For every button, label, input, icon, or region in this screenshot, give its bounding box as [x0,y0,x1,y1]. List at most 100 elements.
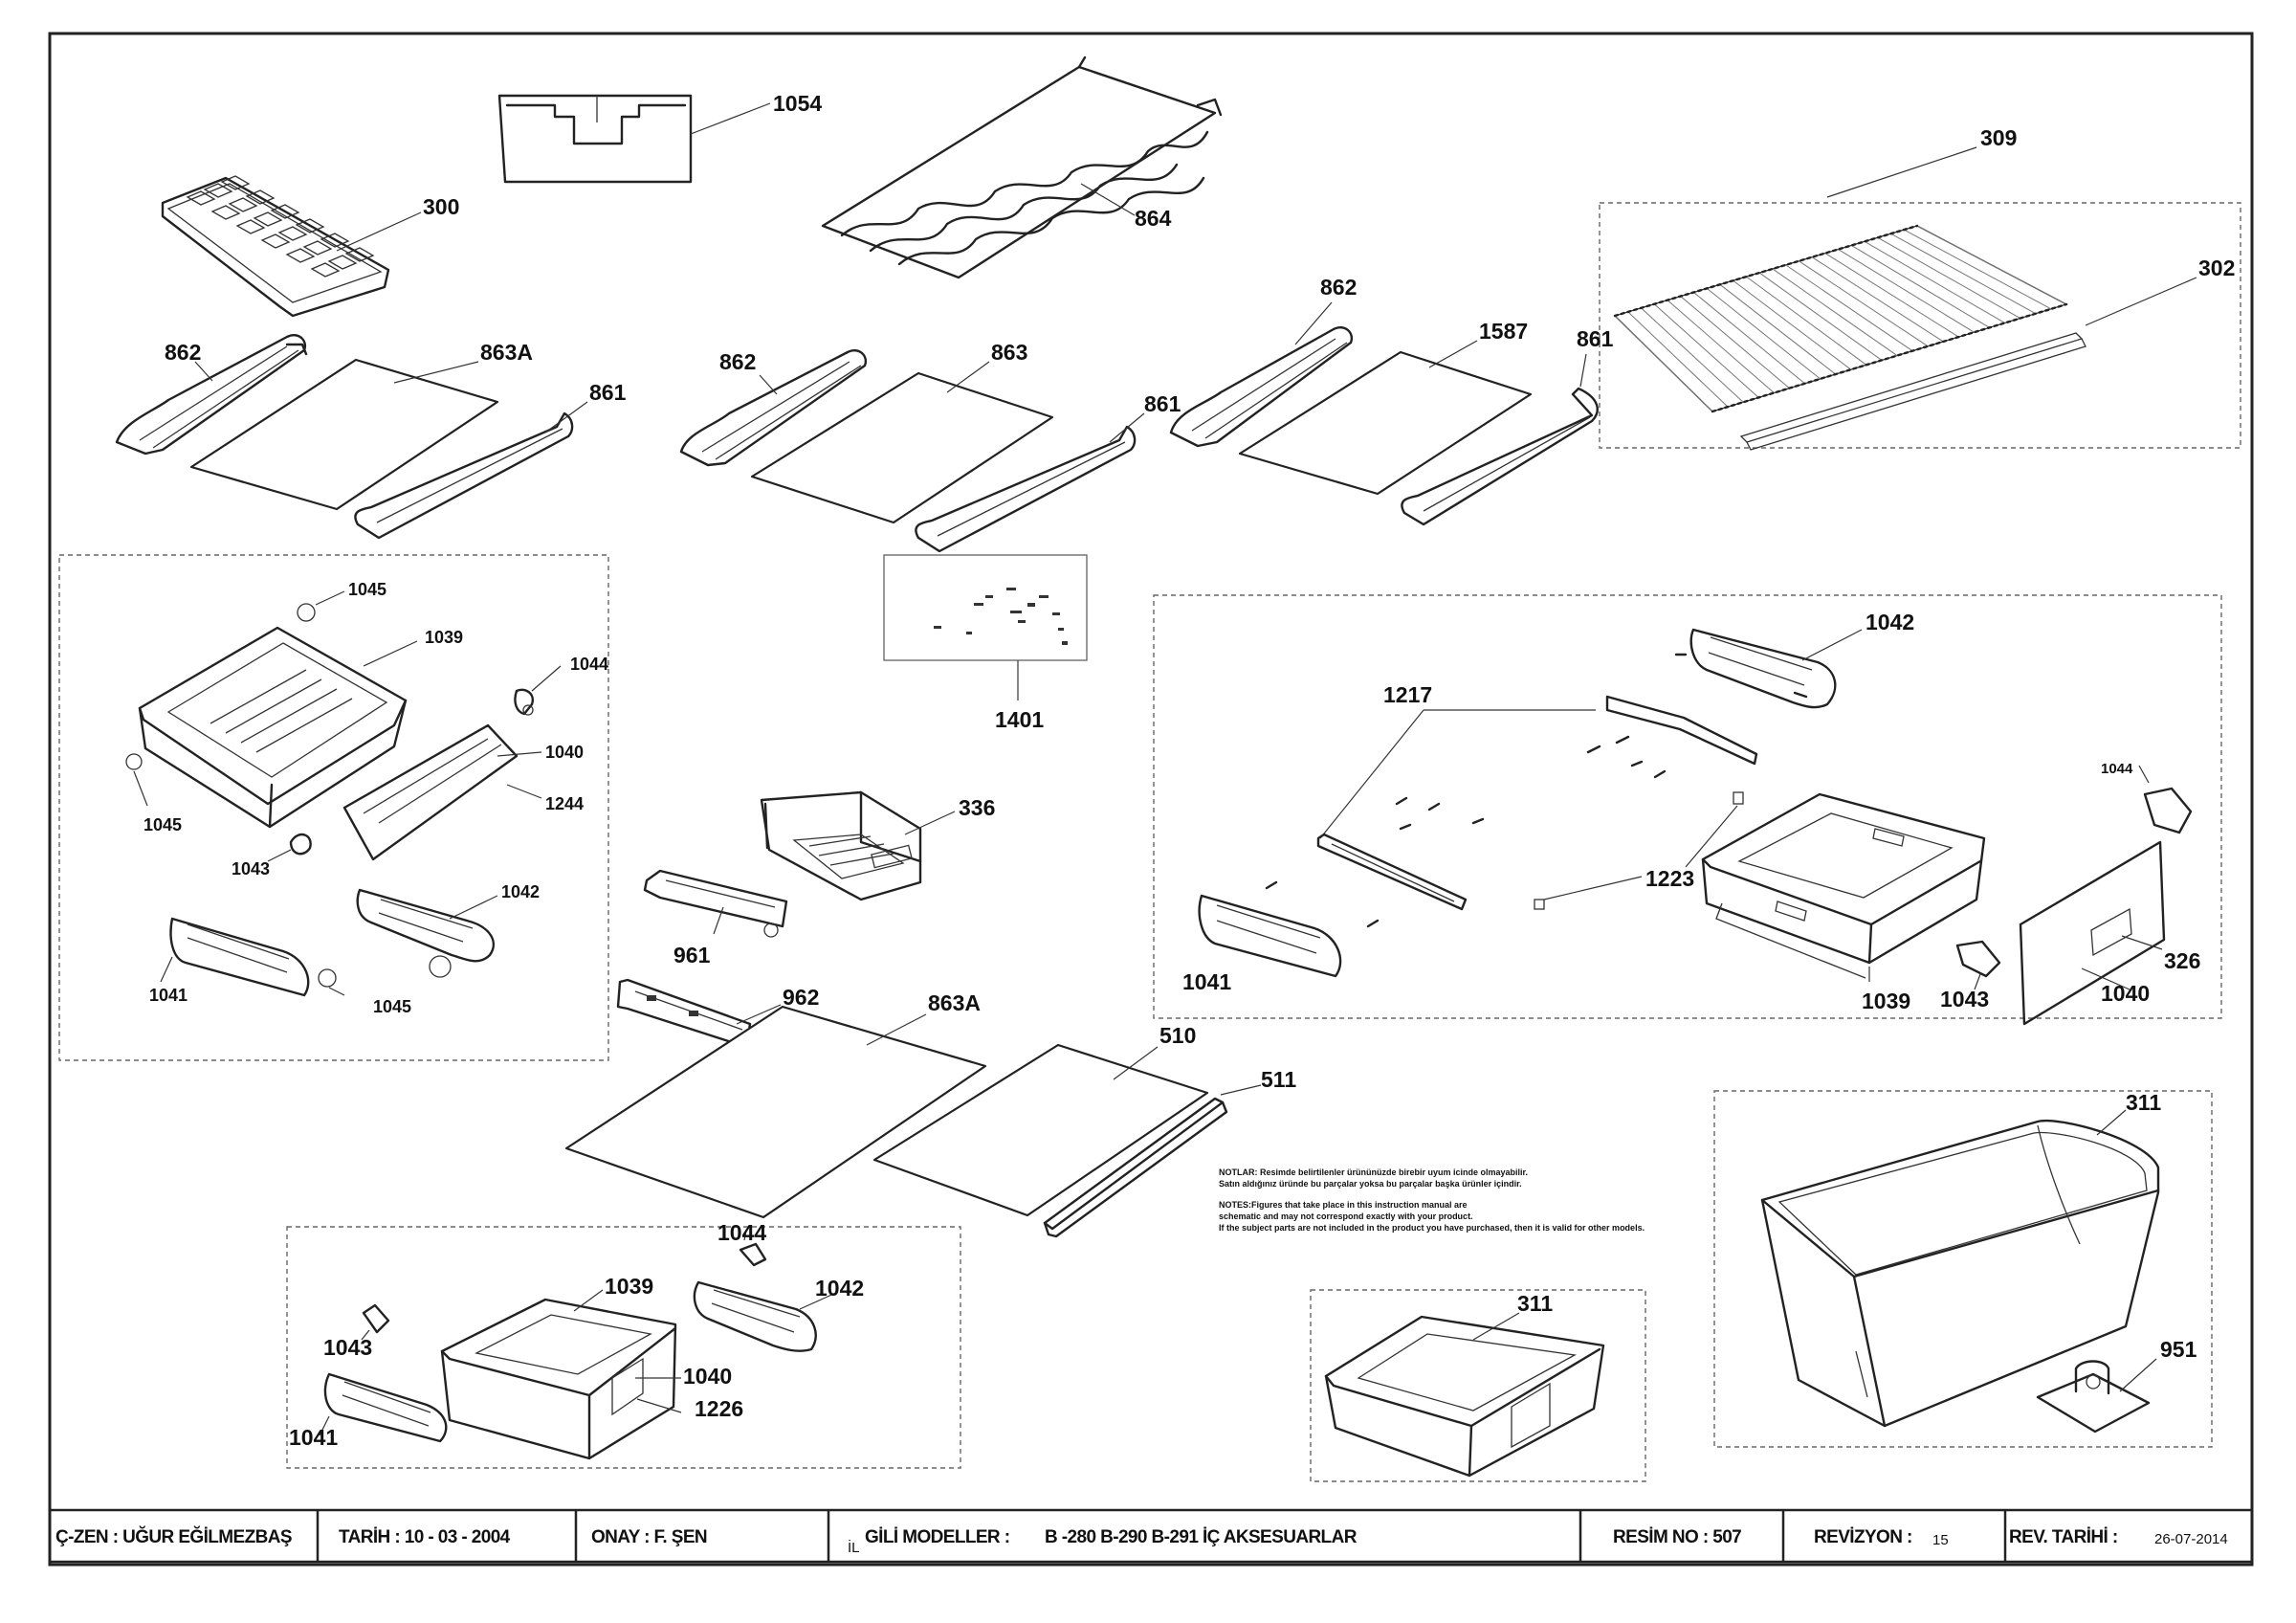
note-tr-line2: Satın aldığınız üründe bu parçalar yoksa… [1219,1179,1522,1189]
notes-block: NOTLAR: Resimde belirtilenler ürününüzde… [1219,1167,1645,1233]
part-864-wine-rack [821,56,1223,279]
group-box-right-311 [1713,1090,2213,1448]
shelf-set-3 [1169,301,1599,526]
shelf-wire [1916,225,2067,305]
label-1044-right: 1044 [2101,761,2133,777]
label-311-center: 311 [1517,1291,1553,1316]
part-951-fan [2036,1358,2157,1434]
shelf-wire [1653,303,1759,398]
label-1040-right: 1040 [2101,981,2150,1006]
shelf-wire [1746,276,1867,366]
ice-cube-cell [344,247,375,262]
shelf-wire [1706,288,1821,380]
shelf-wire [1864,240,2005,323]
right-drawer-assembly [1198,628,2193,1026]
ice-cube-cell [302,240,333,256]
ice-cube-cell [285,248,316,263]
shelf-wire [1824,253,1959,338]
part-309-wire-shelf [1613,146,2068,413]
title-approval: ONAY : F. ŞEN [591,1527,707,1547]
ice-cube-cell [210,205,241,220]
group-box-right-drawer [1153,594,2222,1019]
title-revision-value: 15 [1932,1532,1949,1548]
ice-cube-cell [245,189,276,205]
label-1054: 1054 [773,91,822,116]
bottom-drawer-assembly [319,1230,839,1460]
label-1041-left: 1041 [149,986,188,1005]
label-1042-right: 1042 [1866,610,1914,634]
label-962: 962 [783,985,819,1010]
label-1045-a: 1045 [348,580,386,599]
shelf-wire [1680,296,1790,389]
ice-cube-cell [220,175,251,190]
label-961: 961 [673,943,711,967]
shelf-wire [1890,233,2037,315]
ice-cube-cell [260,233,291,249]
note-en-line1: NOTES:Figures that take place in this in… [1219,1200,1468,1210]
label-1042-left: 1042 [501,882,540,901]
shelf-wire [1693,292,1805,385]
label-861-b: 861 [1144,391,1181,416]
group-box-bottom-drawer [286,1226,961,1469]
label-1043-right: 1043 [1940,987,1989,1012]
label-1039-left: 1039 [425,628,463,647]
label-311-right: 311 [2126,1090,2161,1115]
ice-cube-cell [295,218,325,233]
title-drawer: Ç-ZEN : UĞUR EĞİLMEZBAŞ [55,1526,292,1547]
part-961-rail [643,869,788,938]
label-300: 300 [423,194,459,219]
label-863A-mid: 863A [928,990,981,1015]
shelf-set-2 [679,349,1145,553]
shelf-set-1 [115,334,588,540]
part-511-strip [1043,1084,1262,1238]
part-300-ice-tray [161,175,422,318]
label-861-a: 861 [589,380,627,405]
label-336: 336 [959,795,995,820]
label-511: 511 [1261,1067,1296,1092]
shelf-wire [1758,272,1883,361]
shelf-wire [1719,283,1837,375]
label-510: 510 [1159,1023,1196,1048]
label-862-c: 862 [1320,275,1357,300]
ice-cube-cell [310,262,341,278]
label-862-a: 862 [165,340,201,365]
ice-cube-cell [235,219,266,234]
title-date: TARİH : 10 - 03 - 2004 [339,1527,511,1547]
label-1043-left: 1043 [232,859,270,878]
label-1401: 1401 [995,707,1044,732]
shelf-wire [1904,229,2052,310]
shelf-wire [1614,315,1713,412]
drawing-frame [48,32,2254,1567]
group-box-left-drawer [58,554,609,1061]
title-drawing-no: RESİM NO : 507 [1613,1527,1741,1547]
ice-cube-cell [253,211,283,227]
label-862-b: 862 [719,349,756,374]
shelf-wire [1799,260,1929,347]
title-models-label: GİLİ MODELLER : [865,1527,1009,1547]
label-1045-c: 1045 [373,997,411,1016]
label-1040-bottom: 1040 [683,1364,732,1389]
title-rev-date-value: 26-07-2014 [2154,1531,2228,1547]
title-block: Ç-ZEN : UĞUR EĞİLMEZBAŞ TARİH : 10 - 03 … [48,1508,2254,1564]
label-1587: 1587 [1479,319,1528,344]
part-1401-small-items [934,588,1068,645]
note-en-line2: schematic and may not correspond exactly… [1219,1212,1473,1221]
shelf-wire [1627,311,1729,408]
label-1044-bottom: 1044 [718,1220,766,1245]
shelf-wire [1877,236,2020,320]
label-863A-top: 863A [480,340,533,365]
label-1039-bottom: 1039 [605,1274,653,1299]
ice-cube-cell [270,204,300,219]
shelf-wire [1851,245,1990,328]
group-box-309 [1599,202,2241,449]
ice-cube-cell [228,197,258,212]
label-1041-right: 1041 [1182,969,1231,994]
label-863: 863 [991,340,1027,365]
label-1043-bottom: 1043 [323,1335,372,1360]
label-1244: 1244 [545,794,584,813]
label-1223: 1223 [1645,866,1694,891]
label-1039-right: 1039 [1862,989,1910,1013]
label-1040-left: 1040 [545,743,584,762]
label-302: 302 [2198,256,2235,280]
